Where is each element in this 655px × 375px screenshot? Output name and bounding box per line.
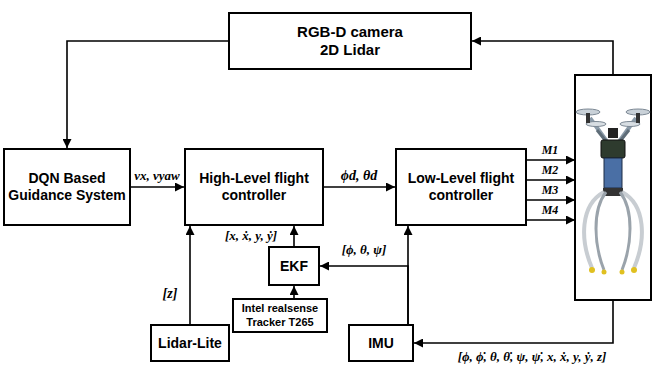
signal-arrow — [293, 286, 295, 298]
box-text: EKF — [280, 258, 308, 275]
box-text: RGB-D camera 2D Lidar — [289, 23, 411, 59]
signal-arrow — [67, 41, 228, 148]
drone-illustration — [576, 109, 650, 275]
signal-arrow — [189, 226, 191, 324]
motor-wire — [527, 219, 575, 221]
box-text: High-Level flight controller — [193, 170, 315, 204]
box-text: Lidar-Lite — [158, 335, 222, 352]
box-text: Intel realsense Tracker T265 — [237, 302, 323, 328]
signal-arrow — [293, 226, 295, 246]
motor-wire — [527, 199, 575, 201]
signal-label: vx, vyaw — [132, 169, 181, 183]
feedback-wire — [472, 41, 613, 75]
guidance-box: DQN Based Guidance System — [3, 148, 131, 226]
motor-wire — [527, 159, 575, 161]
sensor-box: IMU — [348, 324, 414, 362]
box-text: IMU — [368, 335, 394, 352]
motor-label: M1 — [540, 144, 561, 157]
signal-arrow — [131, 186, 184, 188]
sensor-box: RGB-D camera 2D Lidar — [228, 12, 472, 70]
signal-label: ϕd, θd — [339, 168, 379, 183]
signal-label: [ϕ, θ, ψ] — [340, 243, 389, 257]
tracker-box: Intel realsense Tracker T265 — [232, 298, 328, 333]
signal-arrow — [324, 186, 395, 188]
motor-wire — [527, 179, 575, 181]
state-wire — [414, 300, 613, 343]
signal-arrow — [320, 266, 408, 324]
filter-box: EKF — [268, 246, 320, 286]
sensor-box: Lidar-Lite — [150, 324, 230, 362]
controller-box: Low-Level flight controller — [395, 148, 527, 226]
controller-box: High-Level flight controller — [184, 148, 324, 226]
signal-label: [x, ẋ, y, ẏ] — [223, 229, 279, 243]
motor-label: M4 — [540, 204, 561, 217]
motor-label: M2 — [540, 164, 561, 177]
state-vector-label: [ϕ, ϕ̇, θ, θ̇, ψ, ψ̇, x, ẋ, y, ẏ, z] — [456, 350, 609, 364]
box-text: DQN Based Guidance System — [7, 170, 127, 204]
drone-frame — [575, 75, 651, 300]
box-text: Low-Level flight controller — [400, 170, 522, 204]
signal-label: [z] — [161, 286, 180, 301]
motor-label: M3 — [540, 184, 561, 197]
